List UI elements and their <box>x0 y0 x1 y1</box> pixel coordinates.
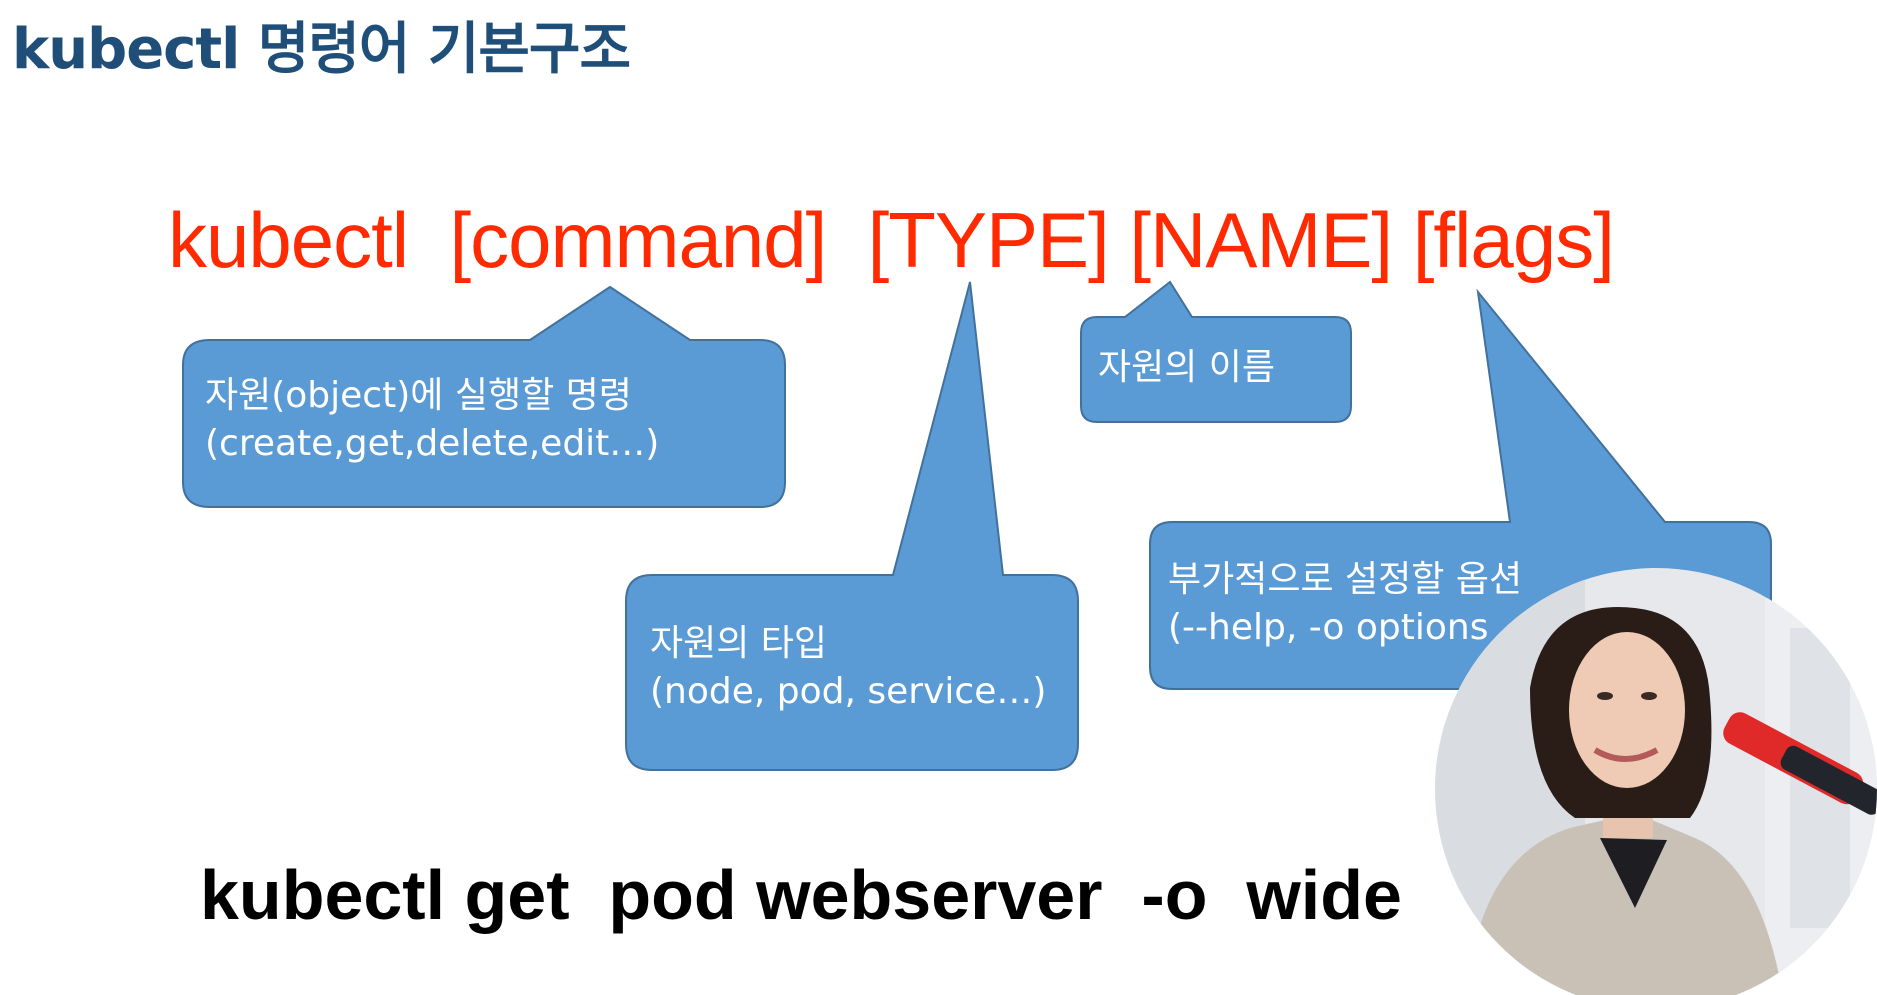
callout-flags-line1: 부가적으로 설정할 옵션 <box>1168 559 1523 600</box>
syntax-name: [NAME] <box>1129 196 1393 284</box>
syntax-line: kubectl [command] [TYPE] [NAME] [flags] <box>168 195 1615 286</box>
callout-flags: 부가적으로 설정할 옵션 (--help, -o options <box>1168 556 1522 652</box>
syntax-kubectl: kubectl <box>168 196 409 284</box>
callout-command-shape <box>182 285 786 508</box>
callout-command: 자원(object)에 실행할 명령 (create,get,delete,ed… <box>205 372 659 468</box>
callout-type: 자원의 타입 (node, pod, service…) <box>650 620 1046 716</box>
callout-type-line1: 자원의 타입 <box>650 623 828 664</box>
callout-command-line2: (create,get,delete,edit…) <box>205 423 660 464</box>
callout-name: 자원의 이름 <box>1098 344 1275 392</box>
callout-name-shape <box>1080 280 1352 423</box>
callout-command-line1: 자원(object)에 실행할 명령 <box>205 375 632 416</box>
syntax-type: [TYPE] <box>867 196 1110 284</box>
callout-name-line1: 자원의 이름 <box>1098 347 1276 388</box>
callout-type-line2: (node, pod, service…) <box>650 671 1047 712</box>
callout-type-shape <box>625 281 1079 771</box>
slide-title: kubectl 명령어 기본구조 <box>12 17 631 82</box>
presenter-webcam <box>1435 568 1877 995</box>
callout-flags-line2: (--help, -o options <box>1168 607 1489 648</box>
syntax-flags: [flags] <box>1412 196 1615 284</box>
example-command: kubectl get pod webserver -o wide <box>200 856 1402 934</box>
syntax-command: [command] <box>449 196 827 284</box>
